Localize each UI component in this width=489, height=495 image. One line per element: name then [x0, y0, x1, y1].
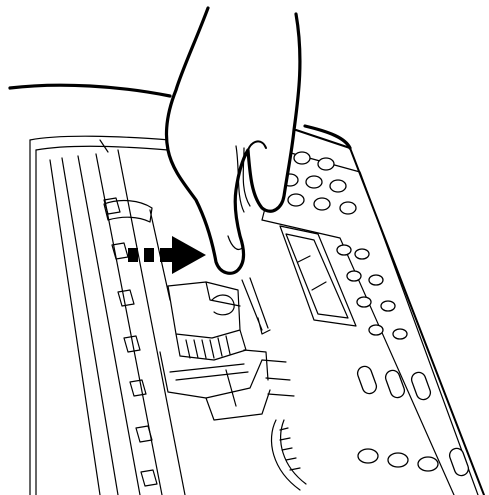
panel-buttons [282, 152, 470, 478]
panel-button [369, 275, 383, 285]
panel-button [314, 198, 330, 210]
cartridge-holder [104, 201, 294, 420]
panel-button [340, 202, 356, 214]
panel-button [384, 368, 407, 399]
panel-button [357, 297, 371, 307]
push-arrow-icon [128, 236, 206, 274]
lever-hatching [186, 336, 230, 358]
panel-button [294, 152, 310, 164]
lcd-display [280, 226, 356, 326]
panel-button [330, 180, 346, 192]
panel-button [306, 176, 322, 188]
panel-button [358, 449, 378, 463]
lower-curve [271, 420, 306, 490]
panel-button [356, 364, 379, 395]
panel-button [355, 249, 369, 259]
cartridge-tube [242, 278, 270, 334]
panel-button [381, 301, 395, 311]
panel-button [410, 370, 433, 401]
panel-button [369, 325, 383, 335]
panel-button [347, 271, 361, 281]
panel-button [388, 453, 408, 467]
hand-illustration [166, 8, 300, 273]
panel-button [393, 329, 407, 339]
panel-button [337, 245, 351, 255]
lower-hatch [280, 428, 300, 470]
panel-button [288, 194, 304, 206]
panel-button [318, 158, 334, 170]
panel-button [418, 457, 438, 471]
printer-body [30, 136, 185, 495]
